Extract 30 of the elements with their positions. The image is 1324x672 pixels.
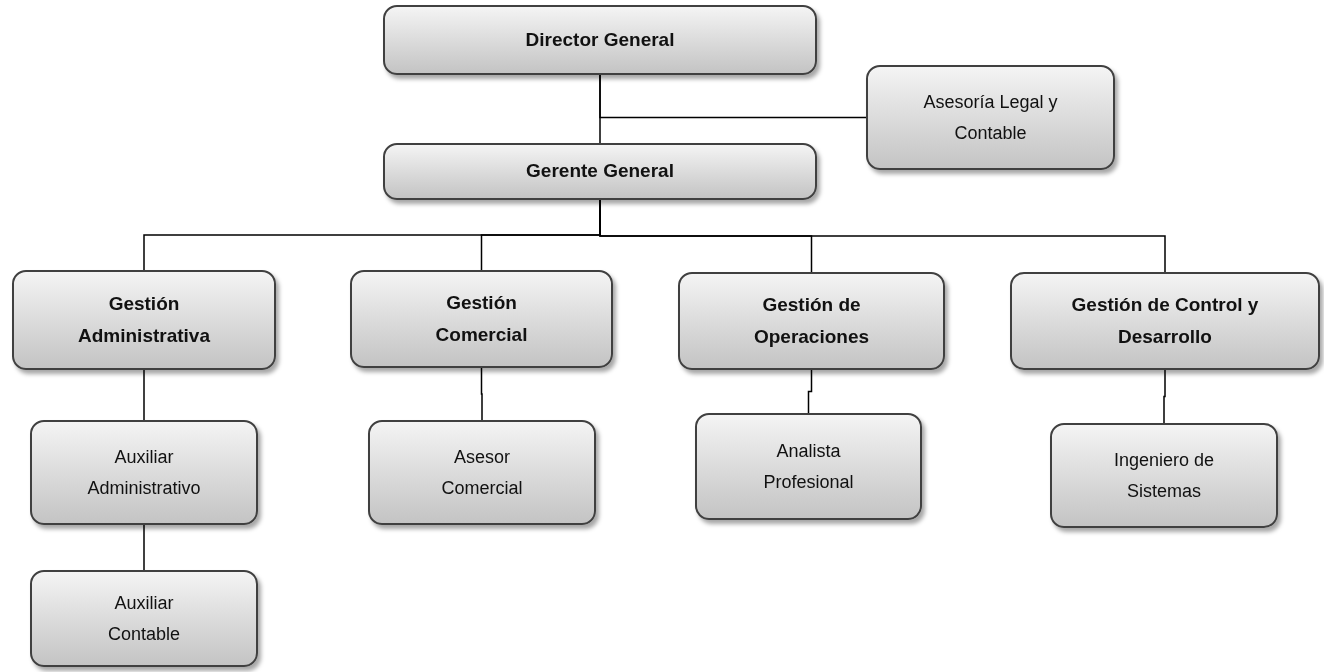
role-title: Gestión Comercial [434,290,529,347]
connector-line [480,367,483,421]
role-title: Asesor Comercial [440,445,524,500]
role-title: Gestión de Operaciones [752,292,871,349]
role-title: Gerente General [526,159,674,184]
connector-line [807,369,813,414]
role-title: Auxiliar Contable [106,591,182,646]
org-box [368,420,596,525]
org-box [678,272,945,370]
org-box [866,65,1115,170]
connector-line [143,369,145,421]
org-box [350,270,613,368]
role-title: Gestión de Control y Desarrollo [1070,292,1260,349]
org-box [30,420,258,525]
connector-line [599,74,867,119]
role-title: Director General [525,27,675,52]
connector-line [143,524,145,571]
role-title: Gestión Administrativa [77,291,211,348]
role-title: Ingeniero de Sistemas [1112,448,1216,503]
connector-line [1163,369,1166,424]
role-title: Asesoría Legal y Contable [922,90,1059,145]
org-box [1010,272,1320,370]
org-box [12,270,276,370]
org-box [30,570,258,667]
org-box [383,5,817,75]
org-box [383,143,817,200]
role-title: Analista Profesional [762,439,855,494]
org-box [1050,423,1278,528]
role-title: Auxiliar Administrativo [86,445,202,500]
org-box [695,413,922,520]
